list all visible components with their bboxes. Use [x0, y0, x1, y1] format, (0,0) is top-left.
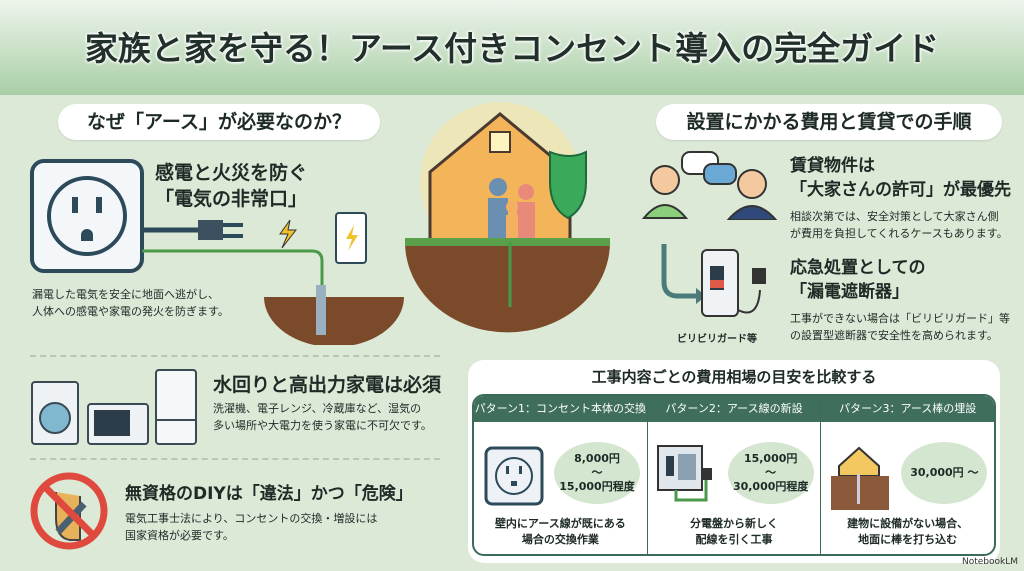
tenant-landlord-icon [641, 151, 778, 220]
price: 30,000円 〜 [910, 466, 979, 479]
heading-line: 応急処置としての [790, 258, 926, 278]
price: 30,000円程度 [732, 480, 809, 493]
desc-line: 工事ができない場合は「ビリビリガード」等 [790, 312, 1010, 325]
desc-line: 電気工事士法により、コンセントの交換・増設には [125, 512, 378, 525]
heading-line: 「電気の非常口」 [155, 188, 308, 210]
pattern-caption: 壁内にアース線が既にある場合の交換作業 [474, 516, 647, 548]
desc-line: の設置型遮断器で安全性を高められます。 [790, 329, 998, 342]
price-sep: 〜 [591, 466, 603, 479]
desc-line: 漏電した電気を安全に地面へ逃がし、 [32, 288, 219, 301]
page-title: 家族と家を守る！アース付きコンセント導入の完全ガイド [84, 29, 940, 68]
desc-line: 相談次第では、安全対策として大家さん側 [790, 210, 999, 223]
caption-line: 壁内にアース線が既にある [494, 517, 626, 530]
pattern-header: パターン1：コンセント本体の交換 [474, 396, 647, 422]
left-item-3-desc: 電気工事士法により、コンセントの交換・増設には国家資格が必要です。 [125, 510, 377, 544]
right-section-title: 設置にかかる費用と賃貸での手順 [656, 104, 1002, 140]
pattern-caption: 建物に設備がない場合、地面に棒を打ち込む [821, 516, 994, 548]
left-section-title: なぜ「アース」が必要なのか？ [58, 104, 380, 140]
pattern-header: パターン3：アース棒の埋設 [821, 396, 994, 422]
heading-line: 感電と火災を防ぐ [155, 162, 308, 184]
price: 15,000円程度 [559, 480, 635, 493]
heading-line: 賃貸物件は [790, 156, 875, 176]
right-item-1-desc: 相談次第では、安全対策として大家さん側が費用を負担してくれるケースもあります。 [790, 208, 1008, 242]
caption-line: 場合の交換作業 [521, 533, 599, 546]
left-item-2-desc: 洗濯機、電子レンジ、冷蔵庫など、湿気の多い場所や大電力を使う家電に不可欠です。 [213, 400, 432, 434]
pattern-caption: 分電盤から新しく配線を引く工事 [648, 516, 821, 548]
cost-comparison-table: パターン1：コンセント本体の交換 8,000円〜15,000円程度 壁内にアース… [472, 394, 996, 556]
divider [30, 355, 440, 357]
right-item-2-desc: 工事ができない場合は「ビリビリガード」等の設置型遮断器で安全性を高められます。 [790, 310, 1010, 344]
heading-line: 「大家さんの許可」が最優先 [790, 180, 1011, 200]
header-band [0, 0, 1024, 95]
breaker-device-icon [661, 244, 766, 317]
left-item-3-heading: 無資格のDIYは「違法」かつ「危険」 [125, 484, 413, 504]
no-diy-icon [30, 472, 108, 550]
heading-line: 「漏電遮断器」 [790, 282, 909, 302]
left-item-1-heading: 感電と火災を防ぐ「電気の非常口」 [155, 160, 307, 212]
left-item-2-heading: 水回りと高出力家電は必須 [213, 374, 442, 396]
pattern-column-2: パターン2：アース線の新設 15,000円〜30,000円程度 分電盤から新しく… [647, 396, 822, 554]
outlet-grounding-illustration [30, 159, 404, 345]
caption-line: 分電盤から新しく [690, 517, 778, 530]
caption-line: 建物に設備がない場合、 [847, 517, 969, 530]
left-item-1-desc: 漏電した電気を安全に地面へ逃がし、人体への感電や家電の発火を防ぎます。 [32, 286, 229, 320]
price-sep: 〜 [765, 466, 777, 479]
divider [30, 458, 440, 460]
caption-line: 配線を引く工事 [695, 533, 773, 546]
price-bubble: 30,000円 〜 [901, 442, 988, 504]
price-bubble: 8,000円〜15,000円程度 [554, 442, 640, 504]
desc-line: 人体への感電や家電の発火を防ぎます。 [32, 305, 229, 318]
price-bubble: 15,000円〜30,000円程度 [727, 442, 814, 504]
pattern-header: パターン2：アース線の新設 [647, 396, 821, 422]
appliances-icon [31, 369, 197, 445]
desc-line: 国家資格が必要です。 [125, 529, 234, 542]
breaker-icon-label: ビリビリガード等 [677, 334, 757, 345]
price: 8,000円 [574, 452, 620, 465]
desc-line: が費用を負担してくれるケースもあります。 [790, 227, 1008, 240]
right-item-1-heading: 賃貸物件は「大家さんの許可」が最優先 [790, 154, 1011, 202]
ground-rod-house-icon [831, 446, 890, 510]
family-house-ground-illustration [405, 102, 610, 333]
comparison-title: 工事内容ごとの費用相場の目安を比較する [591, 368, 877, 386]
pattern-column-1: パターン1：コンセント本体の交換 8,000円〜15,000円程度 壁内にアース… [474, 396, 648, 554]
notebooklm-watermark: NotebookLM [961, 557, 1018, 567]
price: 15,000円 [743, 452, 798, 465]
outlet-icon [484, 446, 544, 506]
distribution-board-icon [656, 445, 712, 502]
desc-line: 多い場所や大電力を使う家電に不可欠です。 [213, 419, 432, 432]
desc-line: 洗濯機、電子レンジ、冷蔵庫など、湿気の [213, 402, 422, 415]
caption-line: 地面に棒を打ち込む [858, 533, 958, 546]
pattern-column-3: パターン3：アース棒の埋設 30,000円 〜 建物に設備がない場合、地面に棒を… [821, 396, 994, 554]
right-item-2-heading: 応急処置としての「漏電遮断器」 [790, 256, 926, 304]
